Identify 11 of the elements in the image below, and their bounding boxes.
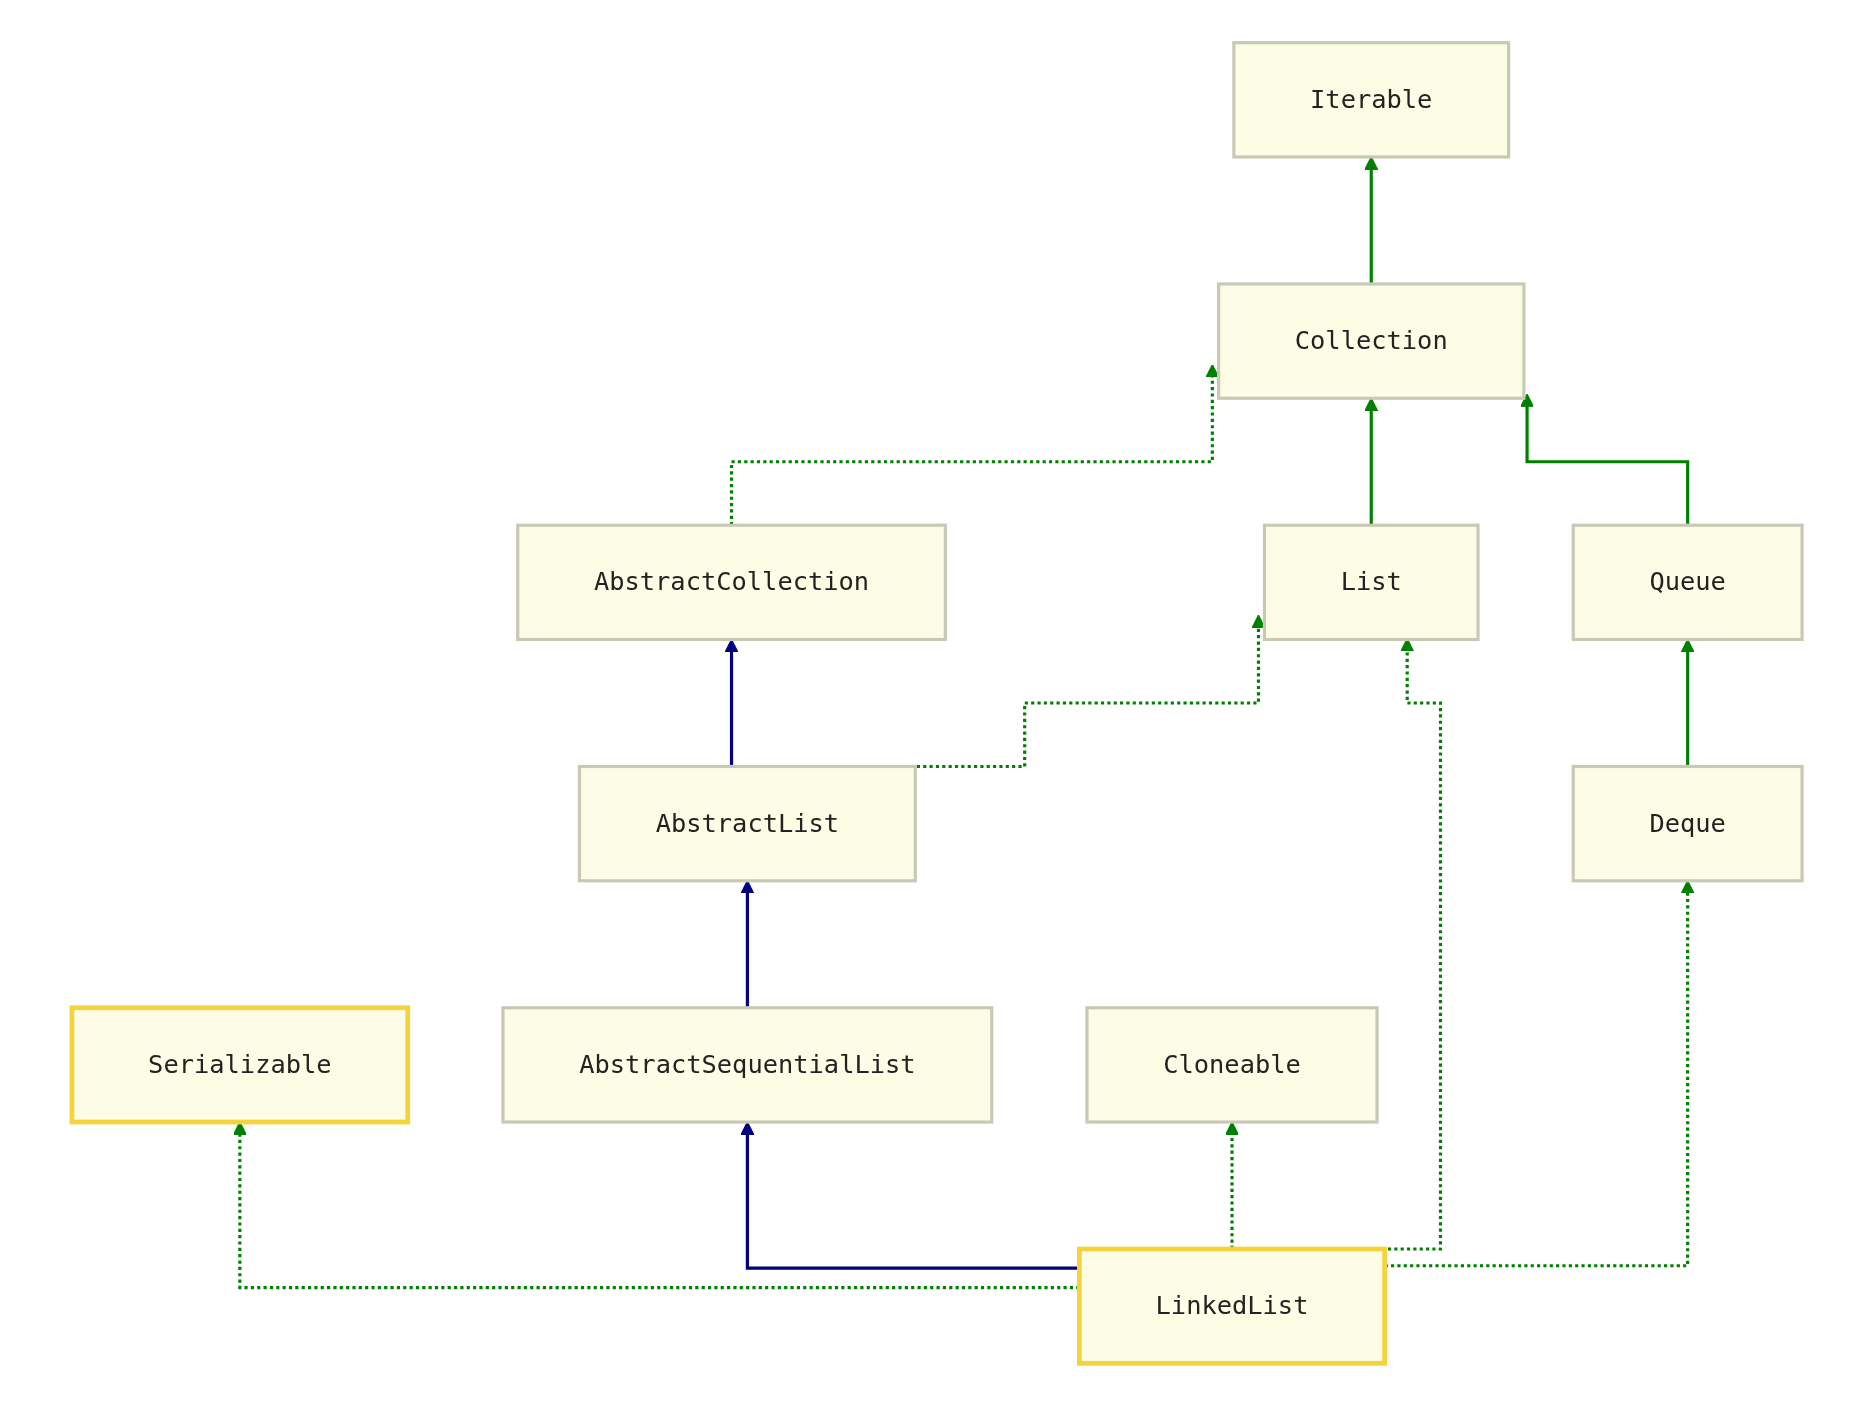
node-box: AbstractSequentialList (501, 1006, 994, 1124)
node-box: Serializable (69, 1005, 411, 1125)
node-box: LinkedList (1076, 1246, 1388, 1366)
node-box: AbstractList (577, 764, 917, 883)
node-box: Cloneable (1085, 1006, 1379, 1124)
node-box: Queue (1571, 523, 1804, 642)
node-box: List (1262, 523, 1480, 642)
node-box: Deque (1571, 764, 1804, 883)
node-box: Iterable (1232, 41, 1511, 159)
node-box: Collection (1217, 282, 1526, 400)
node-box: AbstractCollection (516, 523, 947, 642)
